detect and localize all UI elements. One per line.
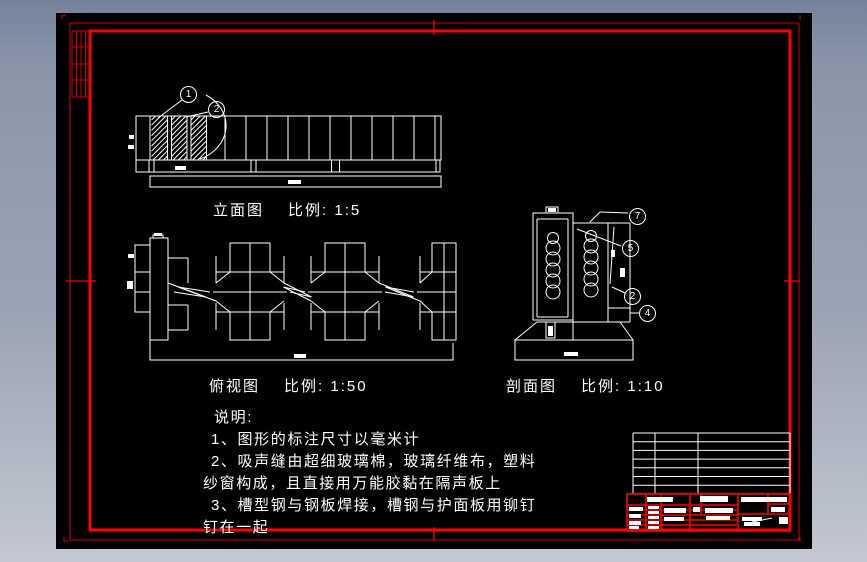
notes-block: 说明: 1、图形的标注尺寸以毫米计 2、吸声缝由超细玻璃棉，玻璃纤维布，塑料纱窗构… xyxy=(203,407,536,539)
title-block-grid xyxy=(626,493,791,532)
elevation-scale: 比例: 1:5 xyxy=(288,202,362,219)
notes-heading: 说明: xyxy=(214,409,253,426)
elevation-title: 立面图 xyxy=(213,202,265,219)
note-line: 钉在一起 xyxy=(203,519,270,536)
balloon-section-5: 5 xyxy=(622,240,639,257)
section-title: 剖面图 xyxy=(506,378,558,395)
drawing-linework xyxy=(134,94,791,523)
note-line: 纱窗构成，且直接用万能胶黏在隔声板上 xyxy=(203,475,502,492)
balloon-elevation-1: 1 xyxy=(180,86,197,103)
section-caption: 剖面图 比例: 1:10 xyxy=(506,375,665,396)
section-scale: 比例: 1:10 xyxy=(581,378,665,395)
drawing-canvas[interactable]: 1 2 7 5 2 4 立面图 比例: 1:5 俯视图 比例: 1:50 剖面图… xyxy=(56,13,812,549)
note-line: 2、吸声缝由超细玻璃棉，玻璃纤维布，塑料 xyxy=(211,453,537,470)
dimension-text-marks xyxy=(127,135,788,529)
plan-title: 俯视图 xyxy=(209,378,261,395)
balloon-elevation-2: 2 xyxy=(208,101,225,118)
note-line: 1、图形的标注尺寸以毫米计 xyxy=(211,431,421,448)
note-line: 3、槽型钢与钢板焊接，槽钢与护面板用铆钉 xyxy=(211,497,537,514)
balloon-section-4: 4 xyxy=(639,305,656,322)
notes-lines: 1、图形的标注尺寸以毫米计 2、吸声缝由超细玻璃棉，玻璃纤维布，塑料纱窗构成，且直… xyxy=(203,429,536,539)
balloon-section-7: 7 xyxy=(629,208,646,225)
cad-sheet xyxy=(61,14,801,542)
plan-scale: 比例: 1:50 xyxy=(284,378,368,395)
elevation-caption: 立面图 比例: 1:5 xyxy=(213,199,361,220)
plan-caption: 俯视图 比例: 1:50 xyxy=(209,375,368,396)
drawing-border xyxy=(88,29,792,532)
balloon-section-2: 2 xyxy=(624,288,641,305)
